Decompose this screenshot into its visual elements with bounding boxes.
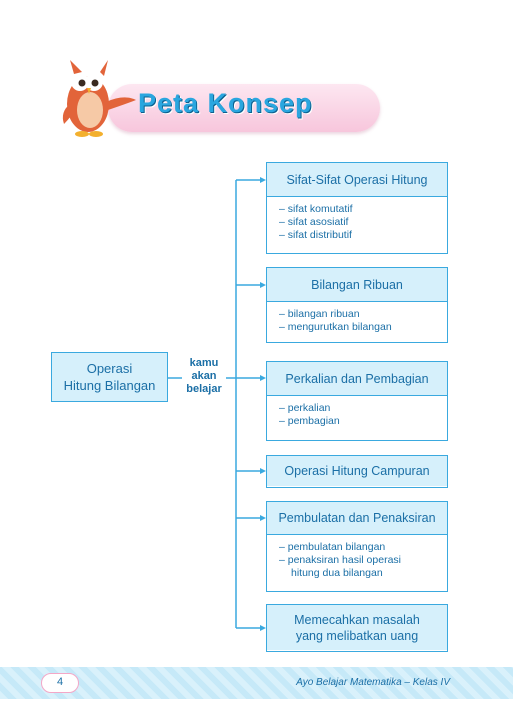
topic-box-masalah-uang: Memecahkan masalah yang melibatkan uang: [266, 604, 448, 652]
topic-item: – sifat asosiatif: [279, 216, 349, 228]
topic-title: Sifat-Sifat Operasi Hitung: [267, 163, 447, 197]
topic-items: – pembulatan bilangan – penaksiran hasil…: [267, 535, 447, 580]
topic-item: – mengurutkan bilangan: [279, 321, 392, 333]
title-banner: [108, 84, 380, 132]
main-concept-line1: Operasi: [86, 361, 133, 376]
footer-band: [0, 667, 513, 699]
topic-title: Bilangan Ribuan: [267, 268, 447, 302]
main-concept-box: Operasi Hitung Bilangan: [51, 352, 168, 402]
topic-box-operasi-campuran: Operasi Hitung Campuran: [266, 455, 448, 488]
connector-label: kamu akan belajar: [182, 357, 226, 396]
topic-item: – bilangan ribuan: [279, 308, 360, 320]
page-number: 4: [41, 673, 79, 693]
topic-items: – sifat komutatif – sifat asosiatif – si…: [267, 197, 447, 242]
topic-item: – pembagian: [279, 415, 340, 427]
topic-item: – perkalian: [279, 402, 331, 414]
topic-title-line2: yang melibatkan uang: [295, 628, 419, 643]
connector-word-kamu: kamu: [189, 357, 219, 369]
topic-item: – sifat komutatif: [279, 203, 353, 215]
topic-item: – penaksiran hasil operasi: [279, 554, 401, 566]
topic-box-perkalian: Perkalian dan Pembagian – perkalian – pe…: [266, 361, 448, 441]
topic-title: Operasi Hitung Campuran: [267, 456, 447, 486]
topic-title: Perkalian dan Pembagian: [267, 362, 447, 396]
topic-title: Memecahkan masalah yang melibatkan uang: [267, 605, 447, 650]
connector-word-belajar: belajar: [186, 383, 222, 395]
topic-item: – pembulatan bilangan: [279, 541, 386, 553]
topic-box-pembulatan: Pembulatan dan Penaksiran – pembulatan b…: [266, 501, 448, 592]
connector-word-akan: akan: [191, 370, 217, 382]
topic-title-line1: Memecahkan masalah: [294, 612, 420, 627]
topic-box-sifat: Sifat-Sifat Operasi Hitung – sifat komut…: [266, 162, 448, 254]
main-concept-line2: Hitung Bilangan: [63, 378, 156, 393]
topic-item: – sifat distributif: [279, 229, 352, 241]
page-title: Peta Konsep: [138, 88, 313, 118]
topic-item-continued: hitung dua bilangan: [291, 567, 383, 579]
topic-items: – bilangan ribuan – mengurutkan bilangan: [267, 302, 447, 334]
topic-items: – perkalian – pembagian: [267, 396, 447, 428]
book-title: Ayo Belajar Matematika – Kelas IV: [296, 677, 450, 688]
topic-box-bilangan-ribuan: Bilangan Ribuan – bilangan ribuan – meng…: [266, 267, 448, 343]
owl-mascot-icon: [62, 60, 136, 137]
topic-title: Pembulatan dan Penaksiran: [267, 502, 447, 535]
